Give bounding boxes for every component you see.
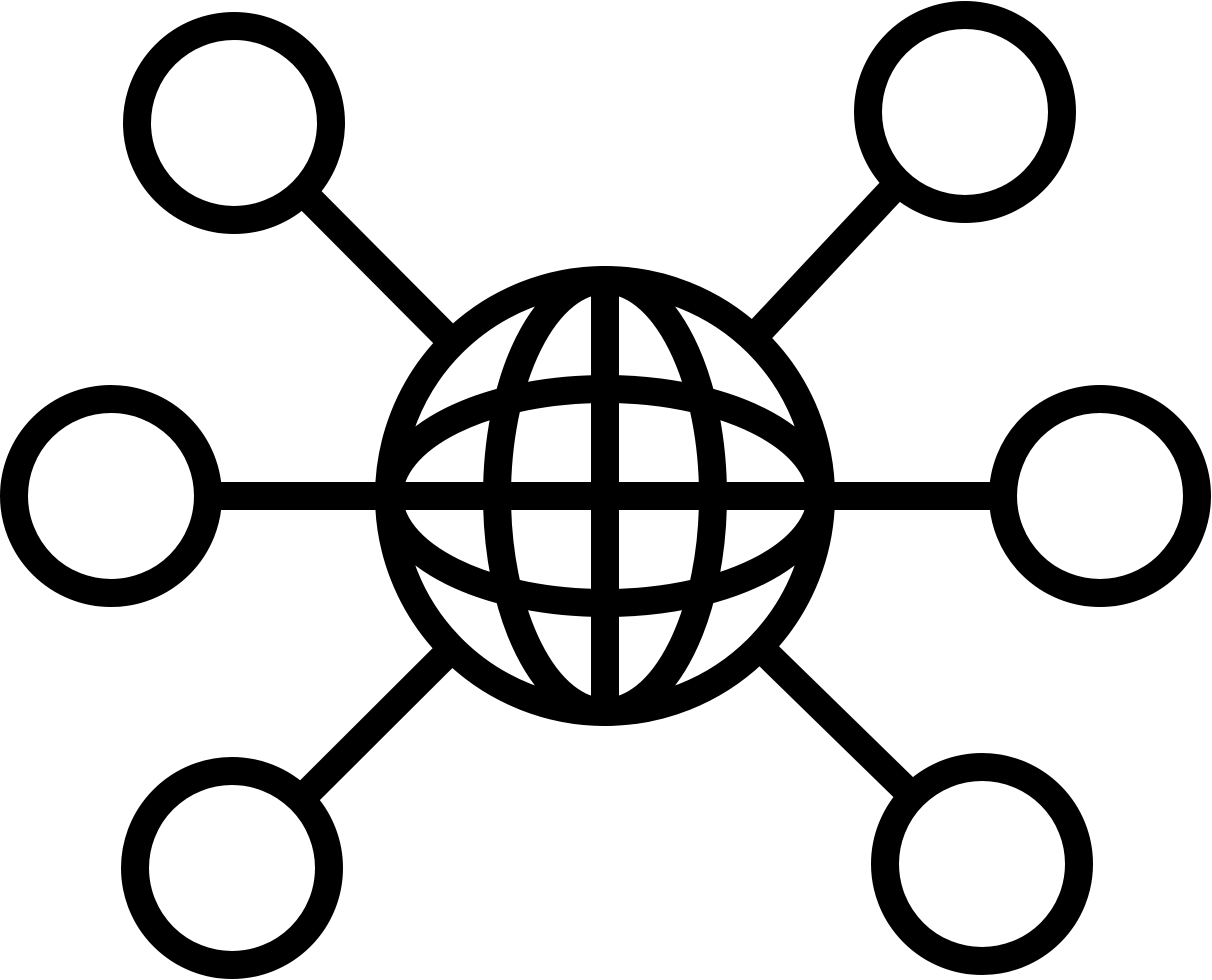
connector-line-bottom-left bbox=[290, 638, 462, 810]
node-middle-left-circle bbox=[0, 385, 222, 607]
node-top-right-circle bbox=[854, 1, 1076, 223]
globe-icon bbox=[375, 266, 835, 726]
node-top-left-circle bbox=[123, 12, 345, 234]
connector-lines bbox=[208, 173, 1003, 810]
globe-longitude-ellipse bbox=[483, 266, 727, 726]
node-middle-right-circle bbox=[989, 385, 1211, 607]
node-bottom-right-circle bbox=[871, 753, 1093, 975]
node-bottom-left-circle bbox=[121, 757, 343, 979]
connector-line-top-left bbox=[292, 181, 463, 353]
connector-line-top-right bbox=[742, 173, 909, 348]
connector-line-bottom-right bbox=[749, 636, 923, 807]
globe-latitude-ellipse bbox=[375, 375, 835, 617]
